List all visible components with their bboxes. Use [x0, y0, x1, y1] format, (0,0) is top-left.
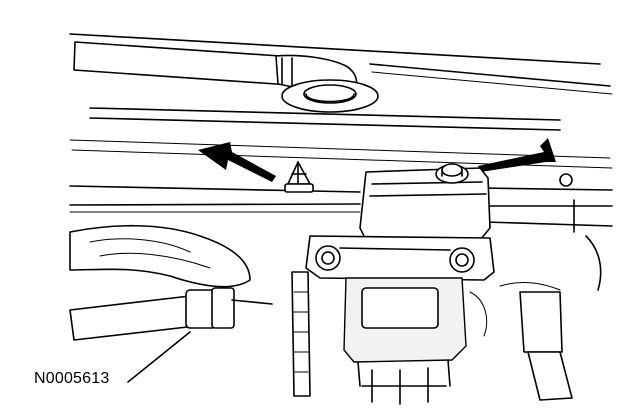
sensor-bracket	[305, 167, 495, 281]
wiper-pivot	[281, 79, 379, 113]
wiring-harness	[469, 173, 602, 401]
callout-arrows	[198, 138, 556, 182]
body-panel-lines	[69, 33, 613, 227]
hoses	[69, 224, 311, 397]
right-callout-arrow	[478, 138, 556, 172]
bolt	[435, 163, 469, 184]
retaining-pin	[284, 161, 314, 193]
left-callout-arrow	[198, 142, 276, 182]
sensor-body	[343, 277, 467, 405]
figure-id-label: N0005613	[34, 370, 110, 387]
leader-line	[127, 331, 191, 383]
